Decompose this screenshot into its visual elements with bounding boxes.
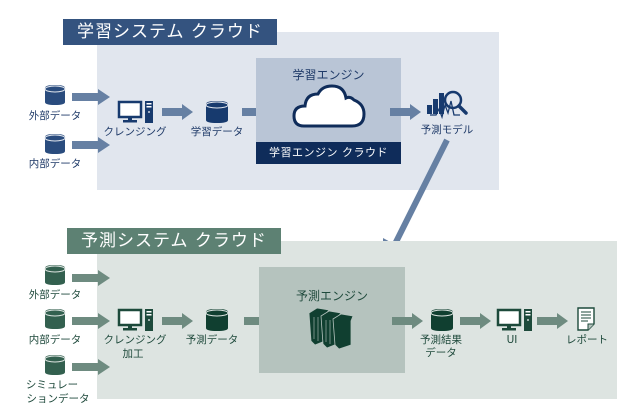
- source-label-simulation-2: ションデータ: [26, 393, 90, 405]
- arrow-right-icon: [72, 89, 110, 105]
- arrow-right-icon: [460, 313, 491, 329]
- server-rack-icon: [308, 307, 354, 350]
- prediction-engine-box: 予測エンジン: [259, 267, 405, 373]
- arrow-right-icon: [162, 313, 193, 329]
- source-label-simulation-1: シミュレー: [25, 379, 79, 391]
- cleansing-label: クレンジング: [103, 126, 167, 138]
- report-document-icon: [577, 307, 595, 331]
- database-icon: [44, 134, 66, 154]
- database-icon: [44, 265, 66, 285]
- source-label-internal: 内部データ: [28, 334, 82, 346]
- source-label-external: 外部データ: [28, 289, 82, 301]
- source-label-external: 外部データ: [28, 110, 82, 122]
- learning-system-title: 学習システム クラウド: [63, 19, 277, 45]
- arrow-right-icon: [72, 137, 110, 153]
- learning-engine-cloud-footer: 学習エンジン クラウド: [256, 142, 401, 164]
- prediction-data-label: 予測データ: [185, 334, 239, 346]
- computer-icon: [496, 308, 532, 331]
- database-icon: [205, 101, 229, 123]
- arrow-right-icon: [390, 104, 421, 120]
- prediction-system-title: 予測システム クラウド: [67, 228, 281, 254]
- prediction-result-label-2: データ: [425, 347, 457, 359]
- arrow-right-icon: [162, 104, 193, 120]
- cloud-icon: [292, 84, 366, 128]
- database-icon: [205, 309, 229, 331]
- arrow-right-icon: [72, 313, 110, 329]
- prediction-engine-title: 予測エンジン: [295, 289, 368, 303]
- computer-icon: [117, 100, 153, 123]
- arrow-right-icon: [537, 313, 568, 329]
- arrow-right-icon: [72, 359, 110, 375]
- cleansing-label-2: 加工: [122, 348, 144, 360]
- learning-data-label: 学習データ: [190, 126, 244, 138]
- prediction-model-label: 予測モデル: [420, 124, 474, 136]
- database-icon: [44, 85, 66, 105]
- database-icon: [44, 309, 66, 329]
- cleansing-label-1: クレンジング: [103, 334, 167, 346]
- analytics-icon: [427, 90, 468, 120]
- database-icon: [430, 309, 454, 331]
- ui-label: UI: [506, 334, 518, 346]
- computer-icon: [117, 308, 153, 331]
- report-label: レポート: [566, 334, 608, 346]
- prediction-result-label-1: 予測結果: [420, 334, 462, 346]
- arrow-right-icon: [392, 313, 423, 329]
- learning-engine-title: 学習エンジン: [292, 68, 365, 82]
- source-label-internal: 内部データ: [28, 158, 82, 170]
- arrow-right-icon: [72, 270, 110, 286]
- learning-engine-box: 学習エンジン 学習エンジン クラウド: [256, 58, 401, 164]
- database-icon: [44, 355, 66, 375]
